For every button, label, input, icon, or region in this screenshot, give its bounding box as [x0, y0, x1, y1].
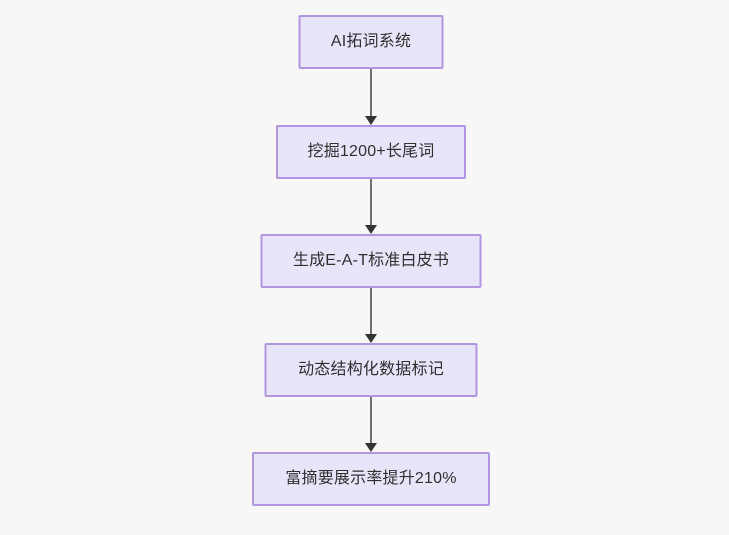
arrow-head-icon: [365, 116, 377, 125]
arrow-head-icon: [365, 334, 377, 343]
flow-edge: [364, 69, 378, 125]
flow-node-label: AI拓词系统: [330, 33, 412, 51]
arrow-head-icon: [365, 225, 377, 234]
flow-edge: [364, 288, 378, 343]
edge-line: [370, 288, 372, 335]
flow-node[interactable]: 生成E-A-T标准白皮书: [260, 234, 482, 288]
flow-node[interactable]: 动态结构化数据标记: [264, 343, 478, 397]
flow-node[interactable]: 富摘要展示率提升210%: [252, 452, 490, 506]
flow-node-label: 富摘要展示率提升210%: [285, 470, 457, 488]
flow-node-label: 挖掘1200+长尾词: [307, 143, 435, 161]
edge-line: [370, 397, 372, 444]
flow-edge: [364, 397, 378, 452]
flow-node-label: 生成E-A-T标准白皮书: [292, 252, 450, 270]
flow-edge: [364, 179, 378, 234]
flow-node[interactable]: 挖掘1200+长尾词: [276, 125, 466, 179]
flow-node-label: 动态结构化数据标记: [298, 361, 444, 379]
edge-line: [370, 69, 372, 117]
edge-line: [370, 179, 372, 226]
flow-node[interactable]: AI拓词系统: [298, 15, 444, 69]
arrow-head-icon: [365, 443, 377, 452]
